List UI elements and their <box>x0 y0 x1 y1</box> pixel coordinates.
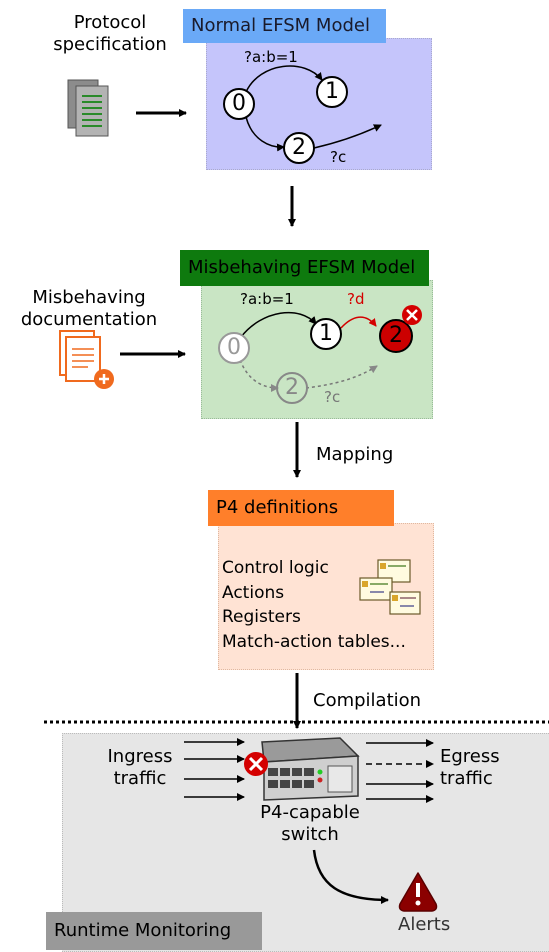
error-icon <box>244 752 268 776</box>
switch-icon <box>261 737 360 801</box>
mis-transition-c: ?c <box>324 388 341 406</box>
mis-state-2-error: 2 <box>389 323 403 348</box>
mis-state-1: 1 <box>319 321 333 346</box>
p4-title: P4 definitions <box>208 490 394 526</box>
runtime-title: Runtime Monitoring <box>46 912 262 950</box>
normal-state-1: 1 <box>325 79 339 104</box>
p4-code-icon <box>359 559 421 615</box>
mapping-label: Mapping <box>316 444 394 465</box>
p4-item: Registers <box>222 607 301 627</box>
alert-arrow <box>312 849 389 904</box>
normal-transition-c: ?c <box>330 148 347 166</box>
p4-items-list: Control logic Actions Registers Match-ac… <box>222 556 422 654</box>
normal-transition-a: ?a:b=1 <box>244 48 298 66</box>
normal-state-2: 2 <box>292 135 306 160</box>
p4-item: Actions <box>222 582 285 603</box>
p4-item: Control logic <box>222 558 329 578</box>
misbehaving-doc-icon <box>59 330 114 389</box>
warning-icon <box>398 872 438 912</box>
normal-efsm-graph <box>223 65 382 164</box>
alerts-label: Alerts <box>398 914 451 935</box>
mis-state-0: 0 <box>227 335 241 360</box>
egress-arrows <box>366 739 434 803</box>
mis-state-2-gray: 2 <box>285 375 299 400</box>
normal-state-0: 0 <box>232 91 246 116</box>
mis-transition-d: ?d <box>347 290 365 308</box>
ingress-arrows <box>184 738 245 801</box>
misbehaving-efsm-graph <box>218 305 422 404</box>
misbehaving-efsm-title: Misbehaving EFSM Model <box>180 250 429 286</box>
normal-efsm-title: Normal EFSM Model <box>183 9 386 43</box>
p4-item: Match-action tables... <box>222 631 406 652</box>
compilation-label: Compilation <box>313 690 422 711</box>
document-icon <box>67 79 109 137</box>
mis-transition-a: ?a:b=1 <box>240 290 294 308</box>
